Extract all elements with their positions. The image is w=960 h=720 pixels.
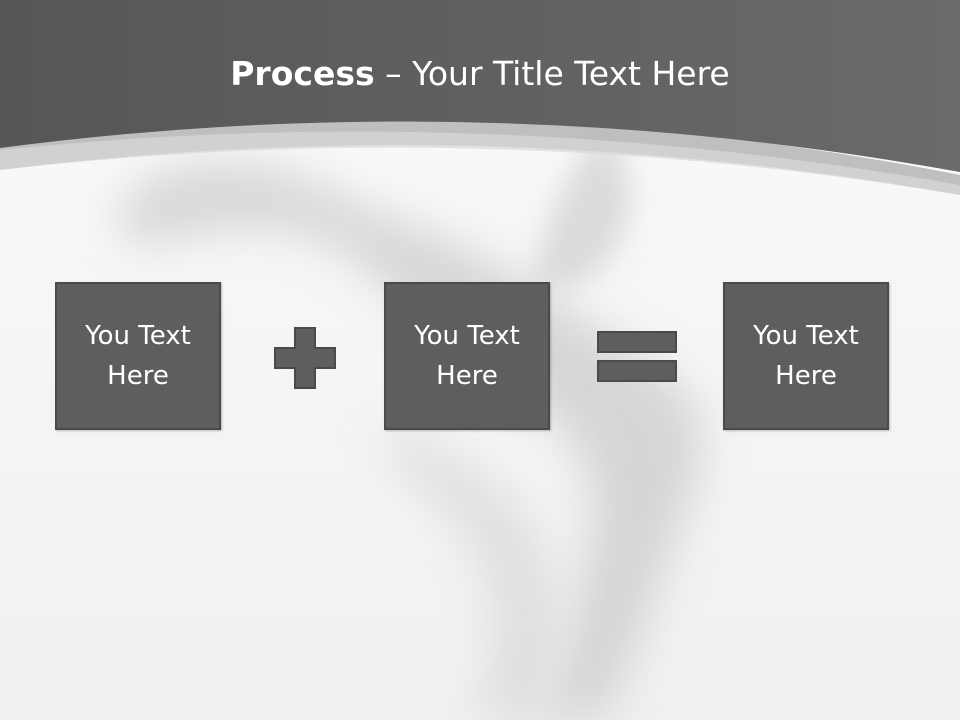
title-separator: – <box>374 54 413 93</box>
header-background <box>0 0 960 172</box>
title-rest-text: Your Title Text Here <box>412 54 730 93</box>
plus-icon <box>274 327 336 389</box>
equals-icon <box>597 331 677 382</box>
process-box-2-text: You Text Here <box>414 321 520 391</box>
process-box-2[interactable]: You Text Here <box>384 282 550 430</box>
header-arc-highlight <box>0 131 960 195</box>
process-box-1-text: You Text Here <box>85 321 191 391</box>
process-box-3[interactable]: You Text Here <box>723 282 889 430</box>
silhouette-decoration <box>118 130 702 720</box>
process-box-3-text: You Text Here <box>753 321 859 391</box>
slide-title: Process – Your Title Text Here <box>0 50 960 98</box>
process-box-1[interactable]: You Text Here <box>55 282 221 430</box>
title-bold-text: Process <box>230 54 375 93</box>
